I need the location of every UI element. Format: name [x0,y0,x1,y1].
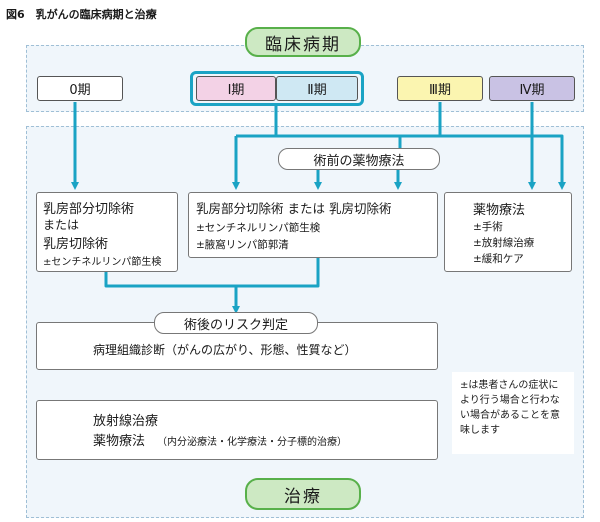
left-surgery-box: 乳房部分切除術 または 乳房切除術 ±センチネルリンパ節生検 [36,192,178,272]
middle-surgery-box: 乳房部分切除術 または 乳房切除術 ±センチネルリンパ節生検 ±腋窩リンパ節郭清 [188,192,438,258]
left-box-line1: 乳房部分切除術 [43,202,135,217]
adjuvant-line3: （内分泌療法・化学療法・分子標的治療） [157,437,347,448]
adjuvant-therapy-box: 放射線治療 薬物療法 （内分泌療法・化学療法・分子標的治療） [36,400,438,460]
left-box-line2: または [43,218,80,232]
note-line: より行う場合と行わな [460,395,560,406]
pathology-text: 病理組織診断（がんの広がり、形態、性質など） [93,343,357,357]
middle-box-line3: ±腋窩リンパ節郭清 [196,239,289,251]
treatment-label: 治療 [245,478,361,510]
adjuvant-line1: 放射線治療 [93,414,159,429]
stage-2: Ⅱ期 [276,76,358,101]
plusminus-note: ±は患者さんの症状に より行う場合と行わな い場合があることを意 味します [452,372,574,454]
adjuvant-line2: 薬物療法 [93,434,146,449]
right-box-line1: 薬物療法 [473,203,526,218]
postop-risk-label: 術後のリスク判定 [154,312,318,334]
figure-title: 図6 乳がんの臨床病期と治療 [6,8,157,21]
left-box-line4: ±センチネルリンパ節生検 [43,257,162,268]
right-box-line3: ±放射線治療 [473,237,535,249]
stage-3: Ⅲ期 [397,76,483,101]
right-box-line2: ±手術 [473,221,503,233]
clinical-stage-label: 臨床病期 [245,27,361,57]
stage-0: 0期 [37,76,123,101]
note-line: 味します [460,425,500,436]
middle-box-line1: 乳房部分切除術 または 乳房切除術 [196,201,392,216]
middle-box-line2: ±センチネルリンパ節生検 [196,222,321,234]
stage-1-2-group [190,71,364,106]
note-line: ±は患者さんの症状に [460,380,559,391]
stage-1: Ⅰ期 [196,76,276,101]
preop-drug-therapy-label: 術前の薬物療法 [278,148,440,170]
stage-4: Ⅳ期 [489,76,575,101]
drug-therapy-box: 薬物療法 ±手術 ±放射線治療 ±緩和ケア [444,192,572,272]
right-box-line4: ±緩和ケア [473,253,524,265]
note-line: い場合があることを意 [460,410,560,421]
left-box-line3: 乳房切除術 [43,237,109,252]
